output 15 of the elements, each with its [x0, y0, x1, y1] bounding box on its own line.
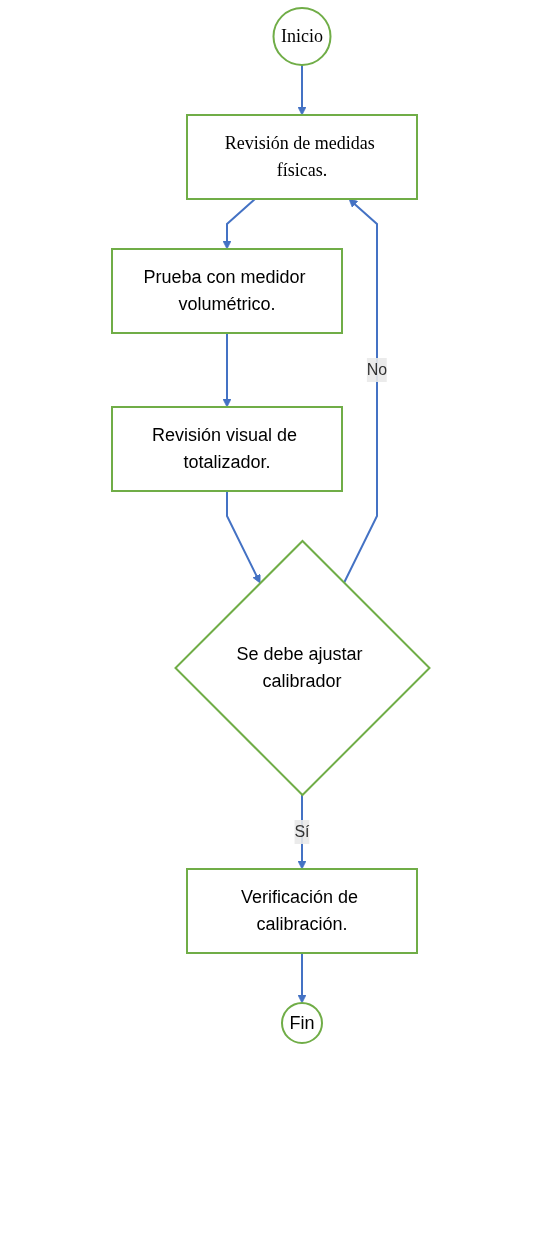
arrow: [222, 198, 257, 250]
arrow: [222, 332, 232, 408]
arrow: [343, 198, 379, 584]
node-circle: Inicio: [272, 7, 332, 66]
node-circle: Fin: [281, 1002, 324, 1044]
node-box: Revisión de medidas físicas.: [186, 114, 419, 200]
arrow: [226, 490, 261, 584]
edge-label: Sí: [294, 823, 310, 840]
node-box: Prueba con medidor volumétrico.: [111, 248, 344, 334]
arrow: [297, 952, 307, 1004]
node-box: Verificación de calibración.: [186, 868, 419, 954]
node-diamond: Se debe ajustar calibrador: [174, 539, 432, 797]
node-box: Revisión visual de totalizador.: [111, 406, 344, 492]
arrow: [297, 64, 307, 116]
edge-label: No: [367, 361, 388, 378]
